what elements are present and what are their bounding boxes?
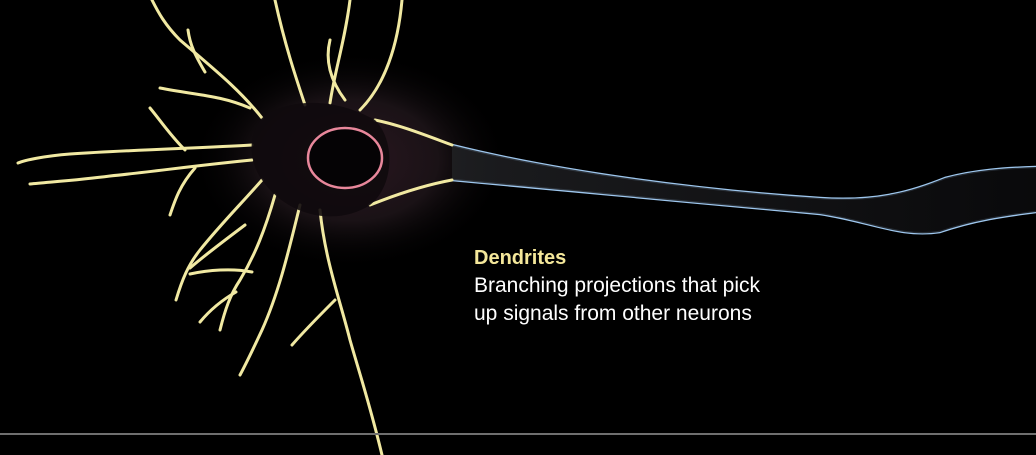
dendrites-title: Dendrites [474,244,774,272]
baseline-divider [0,433,1036,435]
dendrites-description: Branching projections that pick up signa… [474,272,774,328]
dendrites-callout: Dendrites Branching projections that pic… [474,244,774,328]
nucleus [308,128,382,188]
axon [452,145,1036,233]
